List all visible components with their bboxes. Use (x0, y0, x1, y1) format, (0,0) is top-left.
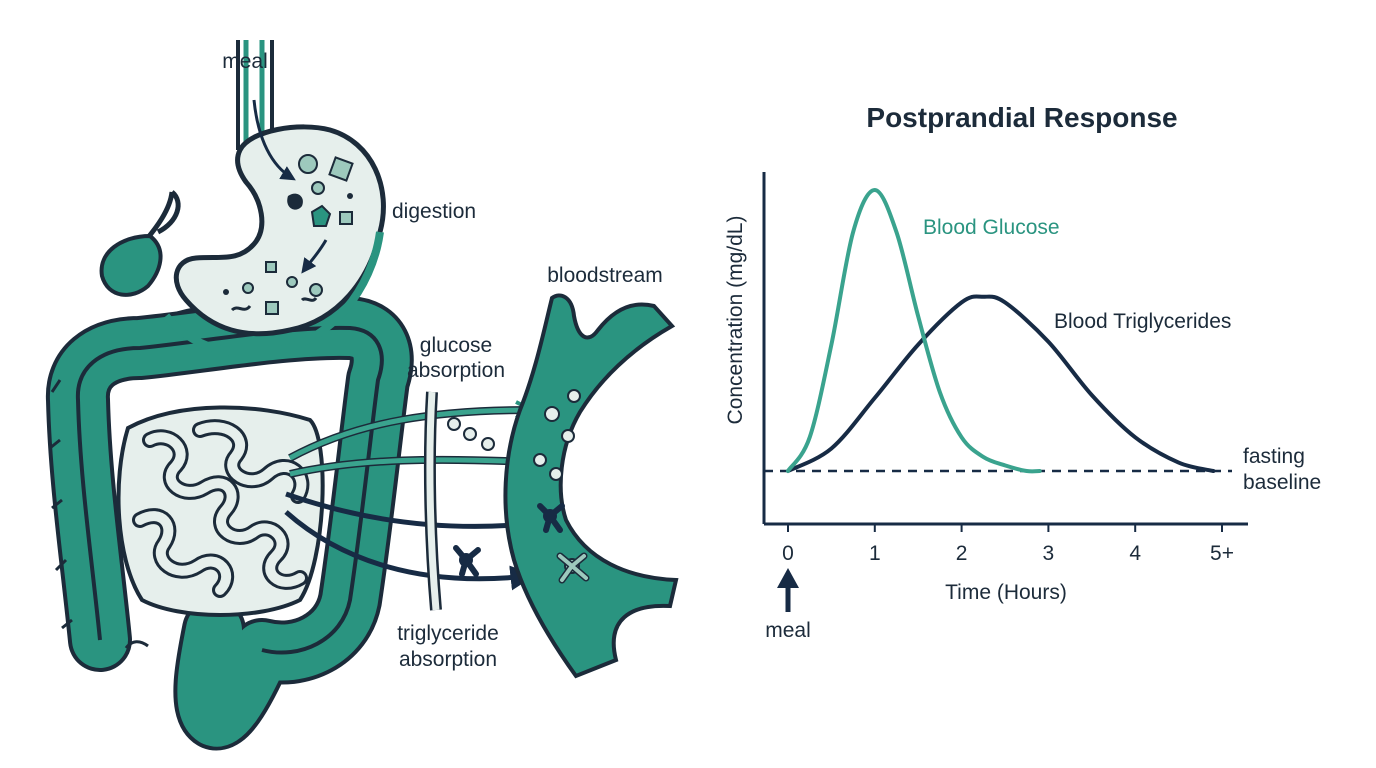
x-tick-label: 0 (782, 542, 794, 565)
x-ticks: 0 1 2 3 4 5+ (782, 524, 1234, 565)
x-tick-label: 1 (869, 542, 881, 565)
meal-marker-label: meal (765, 619, 811, 642)
glucose-molecules-transit (447, 417, 495, 451)
intestinal-wall (423, 391, 442, 611)
meal-label: meal (222, 50, 268, 73)
x-tick-label: 4 (1129, 542, 1141, 565)
glucose-absorption-label-line1: glucose (420, 334, 492, 357)
absorption-arrows (284, 410, 536, 591)
x-tick-label: 3 (1043, 542, 1055, 565)
series-label-blood-triglycerides: Blood Triglycerides (1054, 310, 1231, 333)
postprandial-chart: Postprandial Response 0 1 2 3 4 5+ Blood Gluc… (724, 102, 1321, 642)
glucose-absorption-label-line2: absorption (407, 359, 505, 382)
baseline-label-line2: baseline (1243, 471, 1321, 494)
x-tick-label: 2 (956, 542, 968, 565)
stomach (162, 40, 386, 358)
anatomy-illustration: meal digestion bloodstream glucose absor… (45, 40, 679, 751)
meal-marker-arrowhead (777, 568, 799, 588)
gallbladder (99, 190, 181, 297)
bloodstream-label: bloodstream (547, 264, 663, 287)
y-axis-label: Concentration (mg/dL) (724, 216, 747, 425)
triglyceride-absorption-label-line1: triglyceride (397, 622, 499, 645)
meal-marker: meal (765, 568, 811, 642)
series-label-blood-glucose: Blood Glucose (923, 216, 1060, 239)
blood-vessel (503, 293, 679, 679)
digestion-label: digestion (392, 200, 476, 223)
series-line-blood-triglycerides (786, 294, 1216, 473)
series-line-blood-glucose (786, 187, 1042, 474)
chart-title: Postprandial Response (866, 102, 1177, 133)
x-axis-label: Time (Hours) (945, 581, 1067, 604)
small-intestine (116, 405, 325, 617)
baseline-label-line1: fasting (1243, 445, 1305, 468)
triglyceride-molecule-transit (453, 545, 481, 577)
x-tick-label: 5+ (1210, 542, 1234, 565)
triglyceride-absorption-label-line2: absorption (399, 648, 497, 671)
